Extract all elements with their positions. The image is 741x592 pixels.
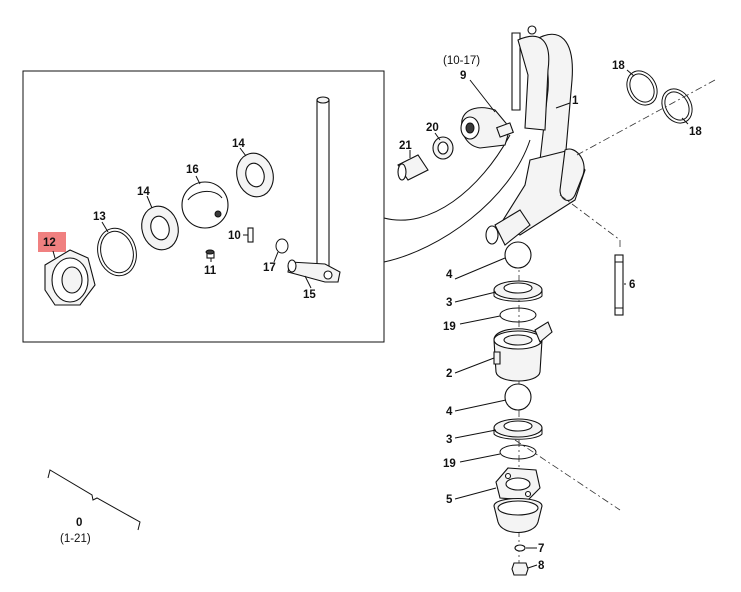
part-1-pipe-elbow [485,25,586,246]
part-7-washer [514,544,526,552]
part-14-seat-left [141,205,179,251]
part-5-base [493,467,543,534]
label-part-14-left: 14 [137,186,150,198]
part-6-bolt [614,254,624,316]
part-8-nut [511,562,529,576]
part-14-seat-right [236,152,274,198]
label-part-18-lower: 18 [689,126,702,138]
label-part-8: 8 [538,560,545,572]
label-part-11: 11 [204,265,217,277]
part-16-ball [181,181,229,229]
part-21-fitting [397,154,429,181]
part-10-pin [247,227,254,243]
axis-line-lower [514,439,621,511]
part-19-oring-lower [499,444,537,460]
part-19-oring-upper [499,307,537,323]
label-part-21: 21 [399,140,412,152]
assembly-reference-bracket [47,469,141,531]
part-15-stem-handle [287,96,341,283]
detail-inset-frame [22,70,385,343]
label-part-4-lower: 4 [446,406,453,418]
part-13-oring [97,227,137,277]
label-part-1: 1 [572,95,579,107]
part-20-nut [432,136,454,160]
label-part-4-upper: 4 [446,269,453,281]
leader-lines [52,69,689,569]
axis-line-right [559,194,621,250]
label-part-13: 13 [93,211,106,223]
label-part-7: 7 [538,543,544,555]
part-3-seat-lower [493,418,543,440]
inset-connector-upper [383,134,511,221]
label-part-20: 20 [426,122,439,134]
part-3-seat-upper [493,280,543,302]
label-part-19-upper: 19 [443,321,456,333]
label-part-17: 17 [263,262,276,274]
part-2-valve-body [493,321,553,382]
label-part-3-upper: 3 [446,297,452,309]
axis-line-top [576,79,716,156]
label-part-14-right: 14 [232,138,245,150]
part-17-ring [275,238,289,254]
label-part-12: 12 [43,237,56,249]
part-11-screw [205,249,215,259]
part-4-ball-lower [504,383,532,411]
label-part-19-lower: 19 [443,458,456,470]
label-part-16: 16 [186,164,199,176]
label-assembly-range: (1-21) [60,533,91,545]
label-part-9-range: (10-17) [443,55,480,67]
part-4-ball-upper [504,241,532,269]
label-part-9: 9 [460,70,466,82]
label-assembly-0: 0 [76,517,82,529]
inset-connector-lower [383,139,531,263]
label-part-15: 15 [303,289,316,301]
part-12-union-nut [44,249,96,306]
part-12-highlight [38,232,66,252]
label-part-3-lower: 3 [446,434,452,446]
part-18-orings [626,70,693,124]
label-part-5: 5 [446,494,453,506]
label-part-6: 6 [629,279,635,291]
part-9-valve-assembly [460,107,514,149]
label-part-10: 10 [228,230,241,242]
label-part-2: 2 [446,368,452,380]
label-part-18-upper: 18 [612,60,625,72]
